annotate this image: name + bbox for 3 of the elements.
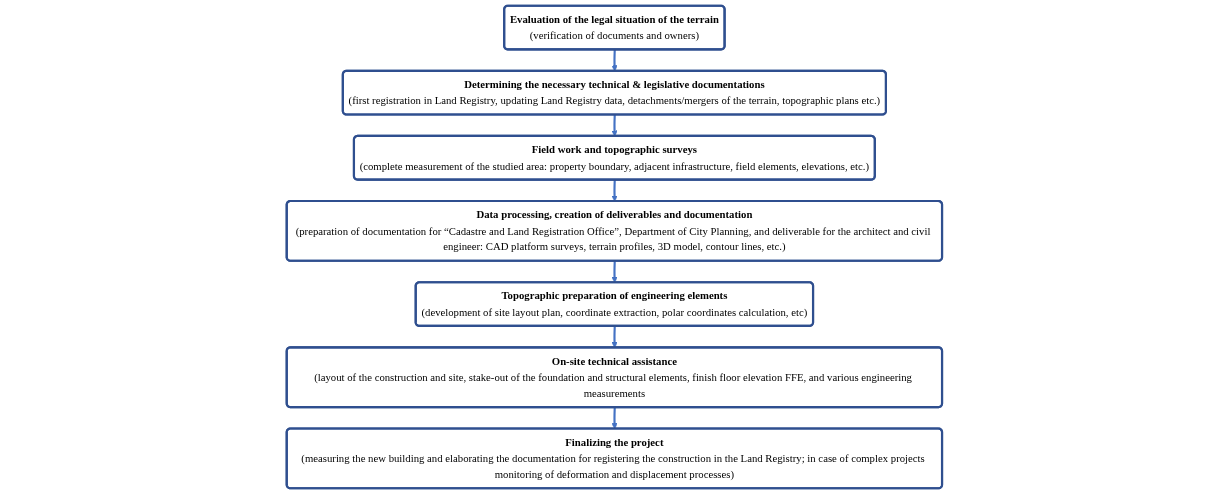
arrow — [611, 261, 618, 283]
arrow — [611, 326, 618, 348]
arrow — [611, 179, 618, 202]
